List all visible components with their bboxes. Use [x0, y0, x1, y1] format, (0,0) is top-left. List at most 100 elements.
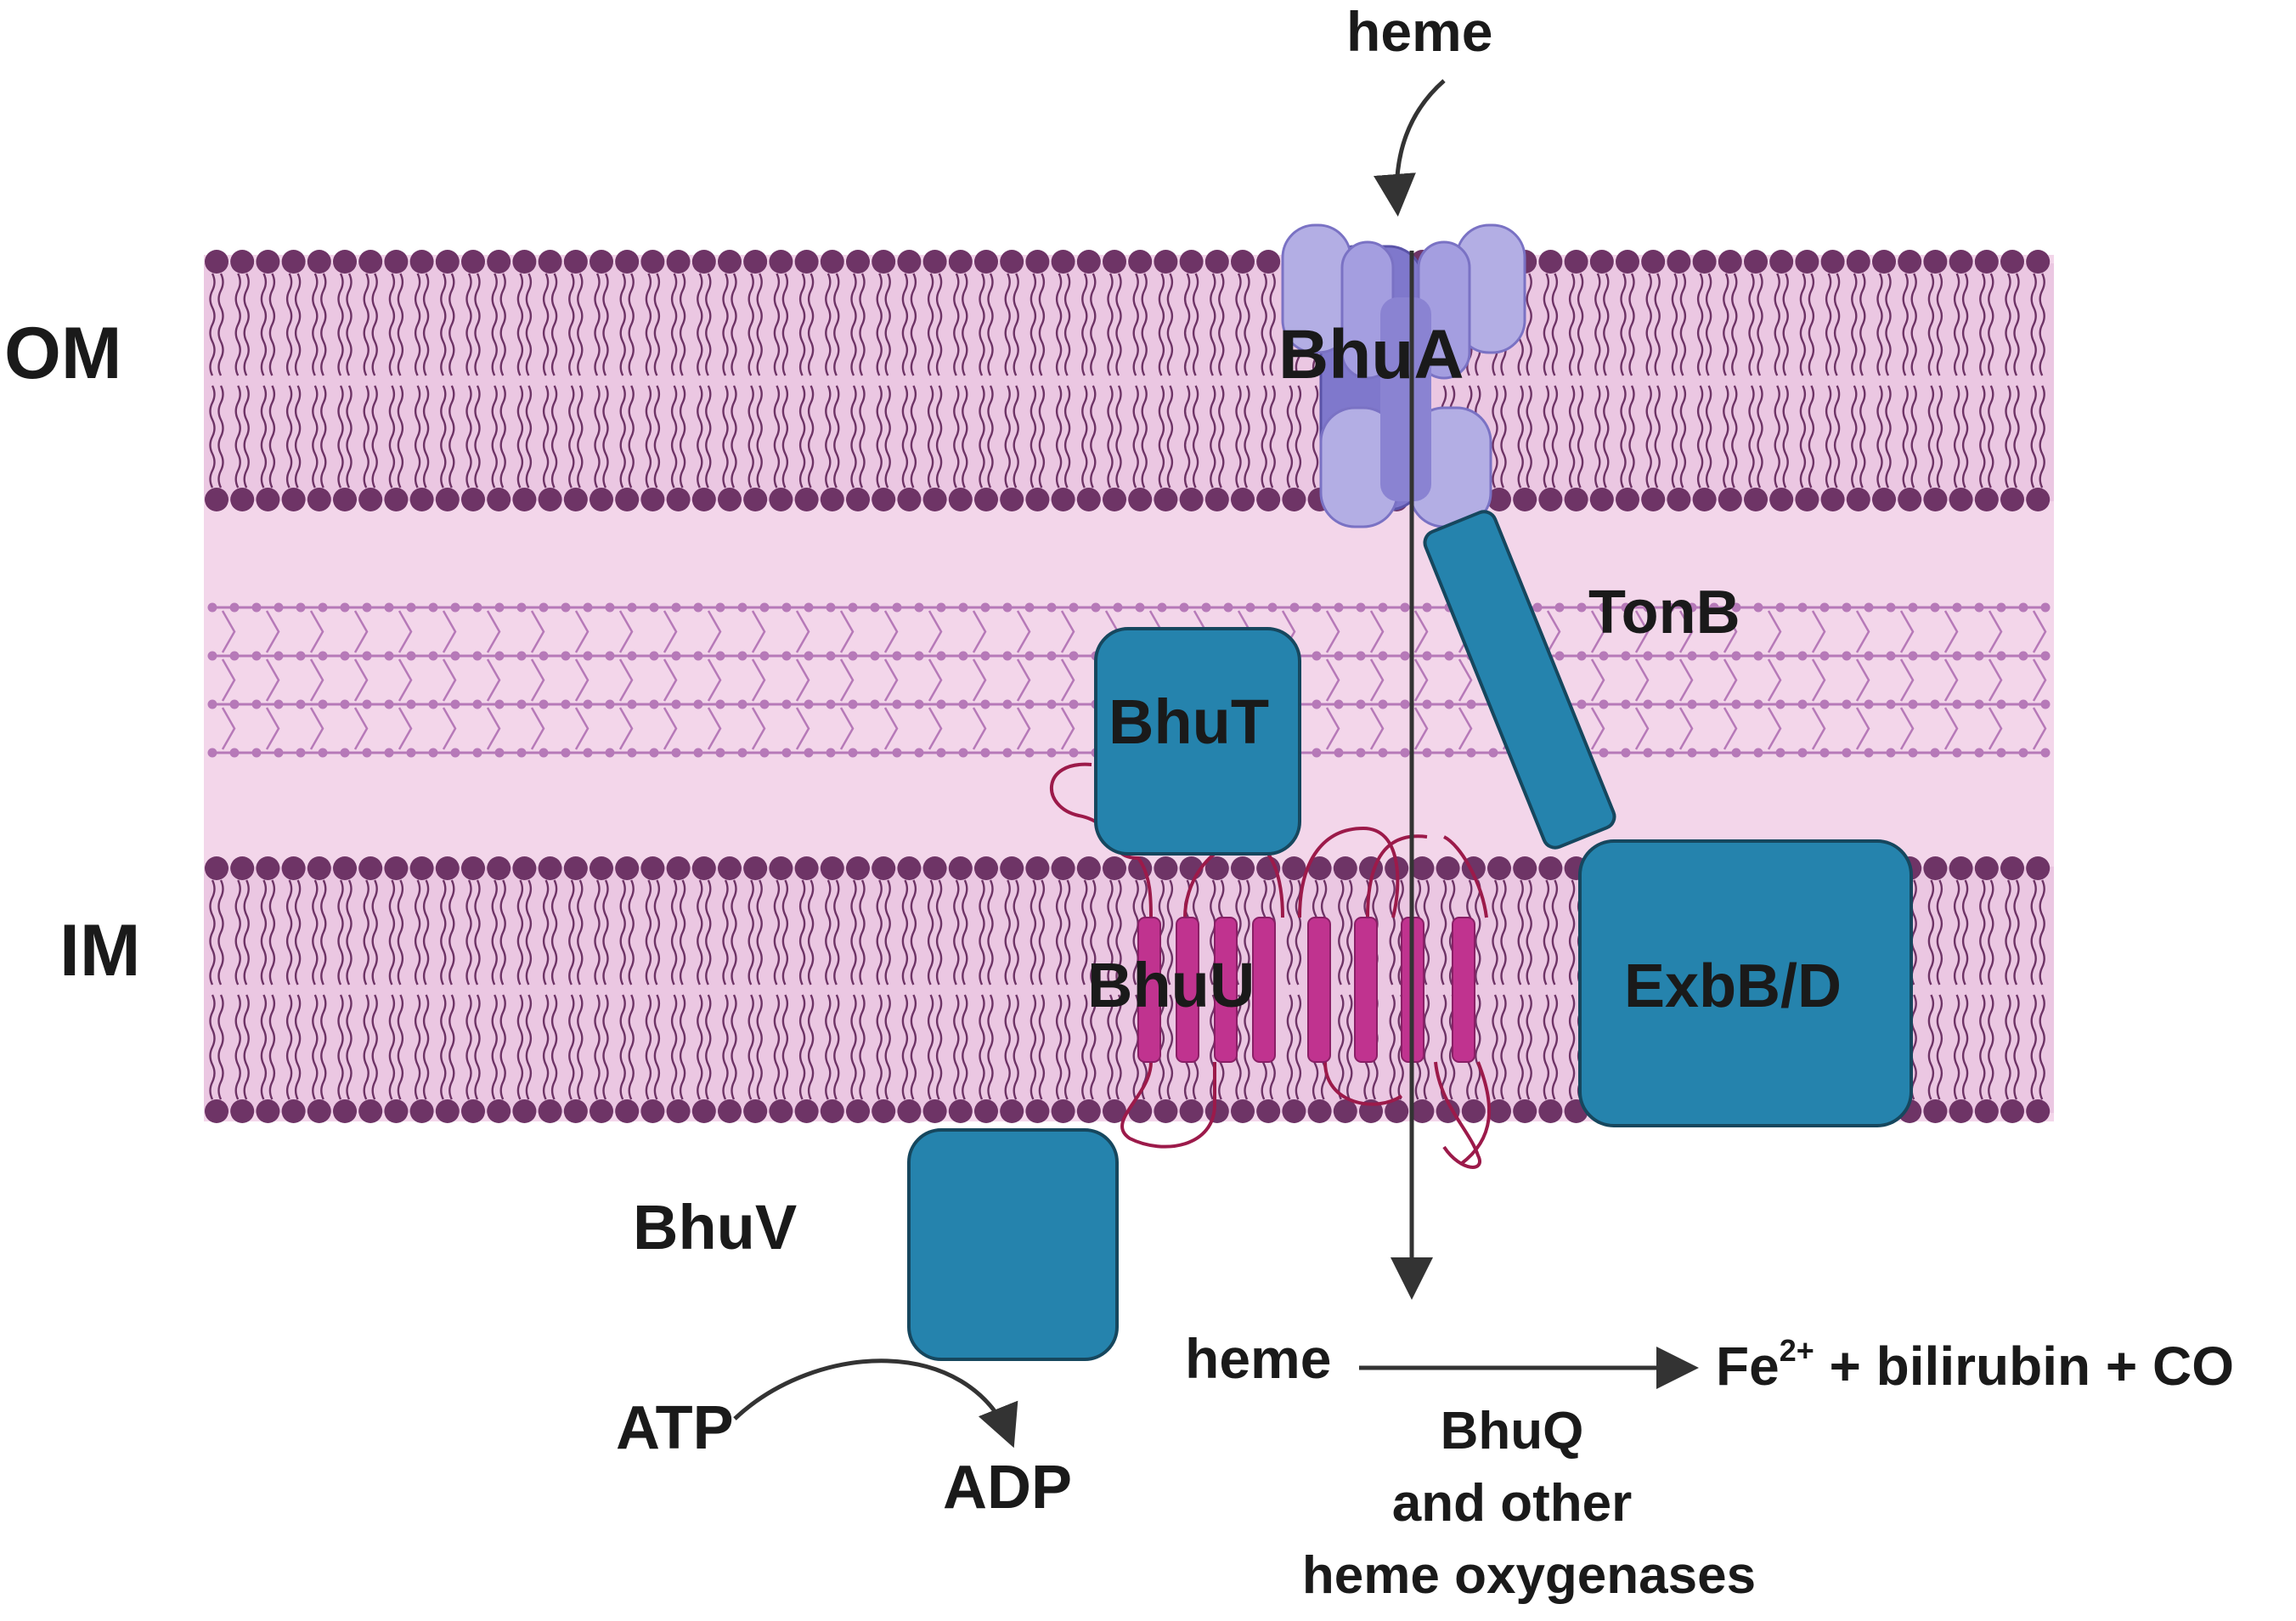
glycan-unit [980, 748, 990, 758]
lipid-tail [1423, 994, 1430, 1100]
lipid-head [1025, 1099, 1050, 1123]
lipid-tail [653, 879, 661, 986]
lipid-tail [798, 385, 806, 489]
lipid-head [435, 856, 460, 880]
glycan-unit [472, 699, 482, 709]
lipid-head [1538, 856, 1563, 880]
lipid-tail [474, 385, 481, 489]
glycan-unit [516, 651, 527, 661]
lipid-head [897, 856, 922, 880]
lipid-tail [363, 273, 370, 376]
glycan-unit [1002, 748, 1013, 758]
lipid-tail [1132, 879, 1139, 986]
lipid-tail [979, 879, 985, 986]
lipid-tail [414, 994, 421, 1100]
bhuu-label: BhuU [1087, 950, 1255, 1020]
lipid-tail [1235, 385, 1242, 489]
glycan-unit [1069, 602, 1079, 613]
lipid-tail [876, 879, 883, 986]
glycan-unit [804, 748, 814, 758]
glycan-unit [561, 651, 571, 661]
glycan-unit [340, 699, 350, 709]
glycan-unit [1819, 748, 1830, 758]
lipid-tail [1500, 994, 1507, 1100]
peptide-crosslink [1413, 610, 1429, 653]
peptide-crosslink [309, 707, 324, 750]
lipid-tail [602, 994, 609, 1100]
lipid-head [691, 250, 716, 274]
lipid-tail [1910, 273, 1917, 376]
lipid-tail [594, 273, 601, 376]
glycan-unit [1930, 699, 1940, 709]
lipid-tail [1440, 994, 1447, 1100]
glycan-unit [804, 699, 814, 709]
lipid-tail [1961, 879, 1969, 986]
lipid-tail [807, 879, 815, 986]
lipid-tail [1808, 385, 1815, 489]
lipid-tail [1141, 273, 1148, 376]
lipid-tail [1568, 879, 1576, 986]
lipid-head [1641, 250, 1666, 274]
glycan-unit [1245, 602, 1255, 613]
lipid-tail [1090, 879, 1097, 986]
lipid-tail [1568, 385, 1576, 489]
lipid-tail [884, 994, 891, 1100]
lipid-head [1000, 250, 1024, 274]
lipid-tail [1286, 879, 1294, 986]
lipid-head [769, 856, 793, 880]
exbbd-label: ExbB/D [1624, 952, 1842, 1020]
lipid-tail [550, 273, 558, 376]
lipid-tail [217, 994, 224, 1100]
lipid-tail [756, 879, 763, 986]
lipid-tail [722, 994, 729, 1100]
lipid-tail [1013, 879, 1019, 986]
lipid-head [1000, 488, 1024, 511]
lipid-tail [1961, 273, 1969, 376]
lipid-tail [1927, 385, 1935, 489]
glycan-unit [1886, 699, 1896, 709]
lipid-head [1282, 856, 1306, 880]
glycan-unit [627, 651, 637, 661]
lipid-tail [619, 879, 626, 986]
peptide-crosslink [1016, 707, 1031, 750]
lipid-tail [1269, 385, 1276, 489]
peptide-crosslink [1855, 610, 1870, 653]
lipid-head [409, 856, 434, 880]
lipid-tail [260, 385, 268, 489]
lipid-head [1154, 250, 1178, 274]
lipid-tail [1979, 273, 1986, 376]
lipid-tail [962, 994, 968, 1100]
peptide-crosslink [618, 610, 634, 653]
lipid-head [1436, 1099, 1460, 1123]
glycan-unit [1753, 699, 1763, 709]
glycan-unit [980, 699, 990, 709]
glycan-unit [450, 651, 460, 661]
glycan-unit [1819, 699, 1830, 709]
lipid-tail [1757, 385, 1763, 489]
lipid-tail [619, 273, 626, 376]
peptide-crosslink [795, 707, 810, 750]
lipid-tail [1936, 273, 1943, 376]
glycan-unit [1378, 699, 1388, 709]
peptide-crosslink [1723, 610, 1738, 653]
lipid-tail [312, 385, 319, 489]
glycan-unit [1312, 651, 1322, 661]
lipid-tail [285, 879, 293, 986]
lipid-tail [2005, 994, 2011, 1100]
glycan-unit [1444, 699, 1454, 709]
peptide-crosslink [442, 707, 457, 750]
lipid-tail [962, 273, 968, 376]
lipid-head [1513, 488, 1537, 511]
lipid-head [1231, 250, 1255, 274]
lipid-tail [414, 879, 421, 986]
lipid-tail [1115, 273, 1122, 376]
lipid-tail [1115, 879, 1122, 986]
lipid-head [281, 1099, 306, 1123]
lipid-head [590, 250, 613, 274]
peptide-crosslink [1767, 658, 1782, 702]
lipid-head [1974, 488, 1999, 511]
lipid-tail [1055, 879, 1063, 986]
peptide-crosslink [1413, 707, 1429, 750]
lipid-tail [525, 879, 533, 986]
lipid-tail [987, 994, 994, 1100]
